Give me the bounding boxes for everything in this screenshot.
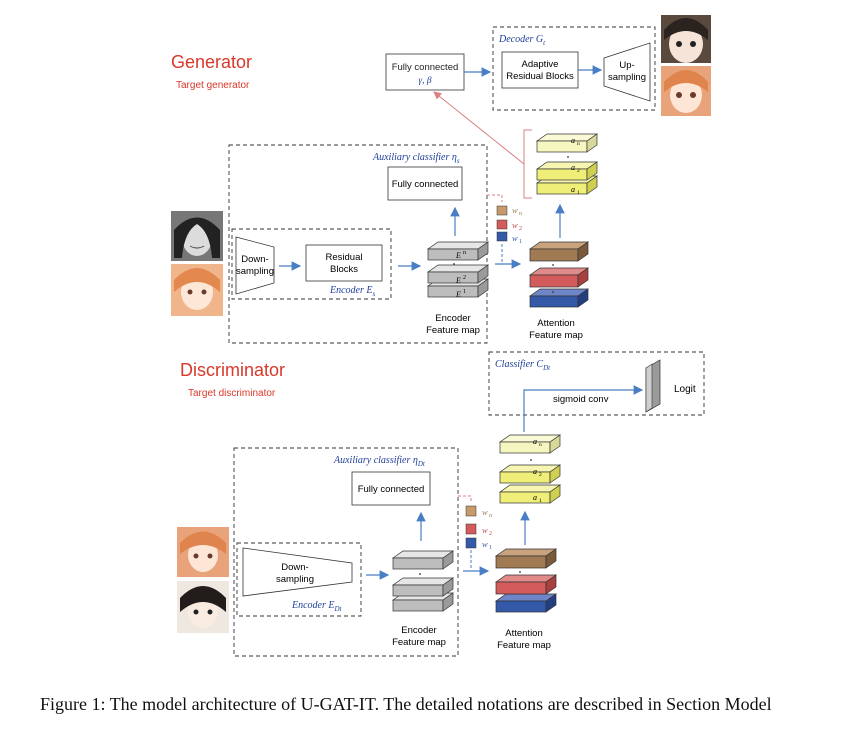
svg-text:a: a	[533, 437, 537, 446]
fc-gamma-beta-box	[385, 53, 465, 91]
disc-weight-link	[458, 495, 472, 503]
svg-text:2: 2	[489, 531, 492, 537]
adaptive-resblocks-line2: Residual Blocks	[506, 71, 574, 82]
disc-attention-fm-line2: Feature map	[497, 640, 551, 651]
figure-caption: Figure 1: The model architecture of U-GA…	[40, 694, 772, 714]
sigmoid-conv-label: sigmoid conv	[553, 394, 609, 405]
gen-aux-fc-label: Fully connected	[392, 179, 459, 190]
gen-down-line2: sampling	[236, 266, 274, 277]
svg-text:w: w	[512, 220, 518, 230]
gen-encoder-fm-line1: Encoder	[435, 313, 470, 324]
disc-aux-label: Auxiliary classifier ηDt	[333, 455, 426, 468]
svg-text:w: w	[512, 205, 518, 215]
gen-encoder-fm-line2: Feature map	[426, 325, 480, 336]
output-anime-face-top	[661, 15, 711, 63]
resblocks-line2: Blocks	[330, 264, 358, 275]
svg-text:n: n	[577, 141, 580, 147]
gen-down-line1: Down-	[241, 254, 268, 265]
gen-attention-fm-line1: Attention	[537, 318, 575, 329]
disc-aux-fc-box	[351, 471, 431, 506]
disc-attention-fm-line1: Attention	[505, 628, 543, 639]
svg-text:1: 1	[539, 498, 542, 504]
gen-attention-fm-line2: Feature map	[529, 330, 583, 341]
adaptive-resblocks-line1: Adaptive	[522, 59, 559, 70]
svg-text:1: 1	[519, 239, 522, 245]
gen-weight-link	[487, 194, 503, 202]
svg-text:w: w	[482, 539, 488, 549]
arrow-to-logit	[523, 385, 644, 432]
disc-aux-box	[233, 447, 459, 657]
disc-downsampling-trapezoid	[242, 547, 353, 597]
output-anime-face-bottom	[661, 66, 711, 116]
svg-text:E: E	[455, 290, 461, 299]
disc-alpha-stack: a 1 a 2 a n	[498, 434, 562, 504]
svg-text:n: n	[519, 211, 522, 217]
residual-blocks-box	[305, 244, 383, 282]
upsampling-trapezoid	[603, 42, 651, 102]
decoder-box	[492, 26, 656, 111]
decoder-label: Decoder Gt	[498, 34, 546, 47]
svg-text:E: E	[455, 276, 461, 285]
svg-text:1: 1	[463, 289, 466, 295]
upsampling-line2: sampling	[608, 72, 646, 83]
input-real-face	[171, 211, 223, 261]
adaptive-resblocks-box	[501, 51, 579, 89]
svg-text:a: a	[533, 493, 537, 502]
svg-text:1: 1	[577, 190, 580, 196]
svg-text:w: w	[482, 525, 488, 535]
gen-downsampling-trapezoid	[235, 236, 275, 295]
disc-encoder-label: Encoder EDt	[291, 600, 343, 613]
classifier-box	[488, 351, 705, 416]
svg-text:2: 2	[539, 472, 542, 478]
svg-text:2: 2	[577, 168, 580, 174]
disc-aux-fc-label: Fully connected	[358, 484, 425, 495]
svg-text:n: n	[489, 513, 492, 519]
svg-text:a: a	[571, 136, 575, 145]
gen-alpha-stack: a 1 a 2 a n	[535, 133, 599, 196]
svg-text:n: n	[539, 442, 542, 448]
disc-down-line1: Down-	[281, 562, 308, 573]
disc-input-anime-face-2	[177, 581, 229, 633]
logit-block	[645, 359, 661, 413]
svg-text:a: a	[533, 467, 537, 476]
generator-title: Generator	[171, 52, 252, 72]
feedback-arrow	[433, 91, 525, 165]
svg-text:2: 2	[463, 275, 466, 281]
disc-attention-feature-map	[494, 548, 558, 613]
gen-aux-label: Auxiliary classifier ηs	[372, 152, 460, 165]
input-anime-face	[171, 264, 223, 316]
svg-text:w: w	[512, 233, 518, 243]
disc-encoder-fm-line1: Encoder	[401, 625, 436, 636]
resblocks-line1: Residual	[326, 252, 363, 263]
gen-encoder-feature-map: E E E 1 2 n	[426, 241, 490, 299]
svg-text:a: a	[571, 185, 575, 194]
gen-aux-fc-box	[387, 166, 463, 201]
disc-encoder-fm-line2: Feature map	[392, 637, 446, 648]
gen-weight-cubes: w n w 2 w 1	[496, 205, 522, 245]
svg-text:n: n	[463, 250, 466, 256]
svg-text:E: E	[455, 251, 461, 260]
fc-gamma-beta-line1: Fully connected	[392, 62, 459, 73]
fc-gamma-beta-line2: γ, β	[418, 76, 431, 86]
disc-weight-cubes: w n w 2 w 1	[465, 505, 492, 551]
discriminator-subtitle: Target discriminator	[188, 388, 276, 399]
disc-down-line2: sampling	[276, 574, 314, 585]
discriminator-title: Discriminator	[180, 360, 285, 380]
disc-encoder-box	[236, 542, 362, 617]
svg-text:w: w	[482, 507, 488, 517]
classifier-label: Classifier CDt	[495, 359, 551, 372]
disc-encoder-feature-map	[391, 550, 455, 612]
alpha-bracket	[523, 129, 532, 199]
gen-attention-feature-map	[528, 241, 590, 308]
svg-text:a: a	[571, 163, 575, 172]
architecture-diagram: Generator Target generator Fully connect…	[171, 15, 711, 657]
svg-text:1: 1	[489, 545, 492, 551]
svg-text:2: 2	[519, 226, 522, 232]
upsampling-line1: Up-	[619, 60, 634, 71]
encoder-es-label: Encoder Es	[329, 285, 376, 298]
logit-label: Logit	[674, 384, 696, 395]
encoder-es-box	[231, 228, 392, 300]
disc-input-anime-face-1	[177, 527, 229, 577]
generator-subtitle: Target generator	[176, 80, 250, 91]
